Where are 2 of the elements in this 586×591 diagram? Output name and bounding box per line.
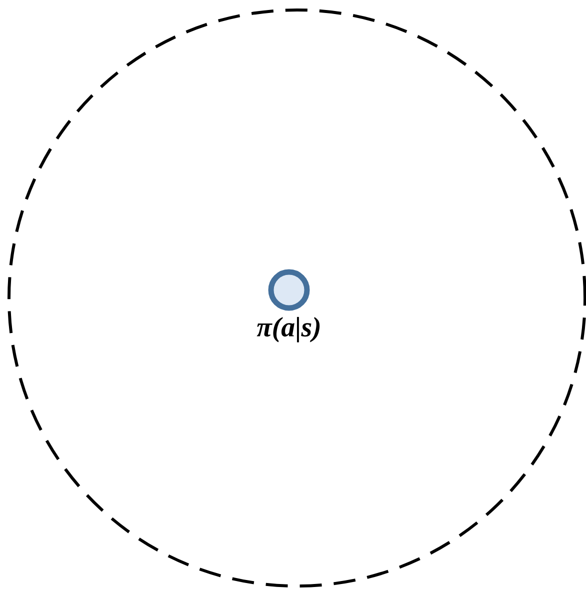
dashed-circle — [8, 8, 586, 588]
formula-label: π(a|s) — [256, 316, 320, 342]
